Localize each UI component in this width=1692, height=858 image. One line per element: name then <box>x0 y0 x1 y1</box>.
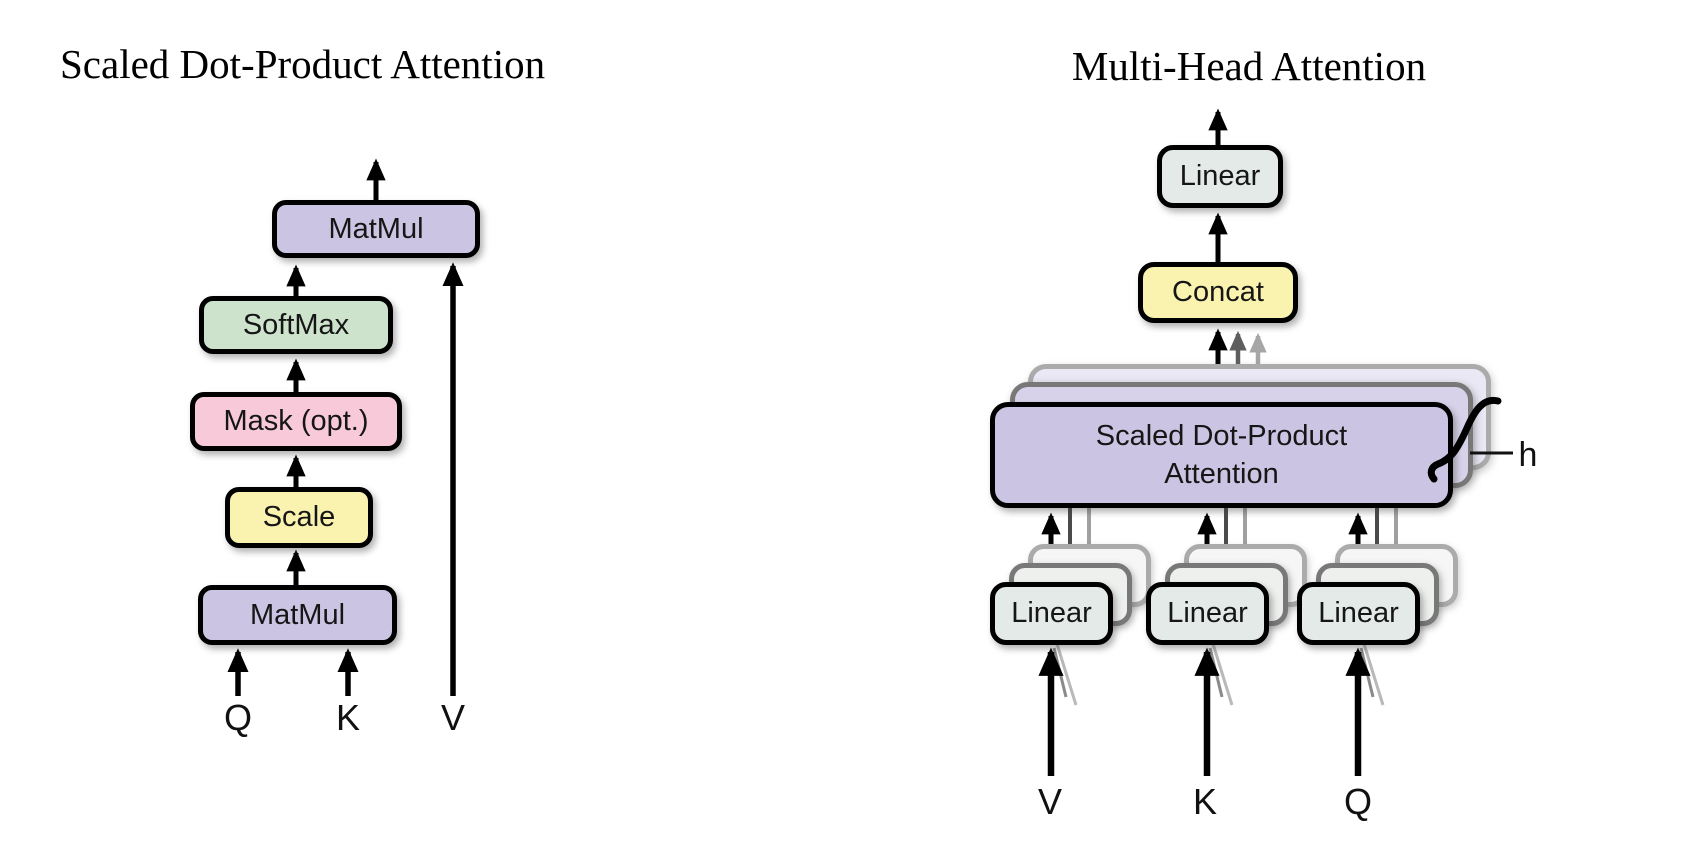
label-q-right: Q <box>1343 781 1373 822</box>
ghost-fan-line <box>1362 643 1385 706</box>
box-linear-out: Linear <box>1157 145 1283 208</box>
box-scaled-dot-product-attention: Scaled Dot-Product Attention <box>990 402 1453 508</box>
right-diagram-title: Multi-Head Attention <box>1071 43 1427 89</box>
box-linear-v: Linear <box>990 582 1113 645</box>
ghost-fan-line <box>1359 647 1375 698</box>
box-matmul-top: MatMul <box>272 200 480 258</box>
attention-label-line2: Attention <box>1164 458 1279 490</box>
box-linear-q: Linear <box>1297 582 1420 645</box>
ghost-fan-line <box>1055 643 1078 706</box>
left-diagram-title: Scaled Dot-Product Attention <box>60 41 546 87</box>
ghost-fan-line <box>1211 643 1234 706</box>
label-k-right: K <box>1192 781 1218 822</box>
ghost-fan-line <box>1208 647 1224 698</box>
head-count-label: h <box>1518 436 1538 474</box>
label-q-left: Q <box>223 697 253 738</box>
box-matmul-bottom: MatMul <box>198 585 397 645</box>
ghost-fan-line <box>1052 647 1068 698</box>
box-scale: Scale <box>225 487 373 548</box>
box-concat: Concat <box>1138 262 1298 323</box>
box-softmax: SoftMax <box>199 296 393 354</box>
label-k-left: K <box>335 697 361 738</box>
label-v-right: V <box>1037 781 1063 822</box>
label-v-left: V <box>440 697 466 738</box>
box-linear-k: Linear <box>1146 582 1269 645</box>
box-mask: Mask (opt.) <box>190 392 402 451</box>
attention-label-line1: Scaled Dot-Product <box>1095 420 1348 452</box>
